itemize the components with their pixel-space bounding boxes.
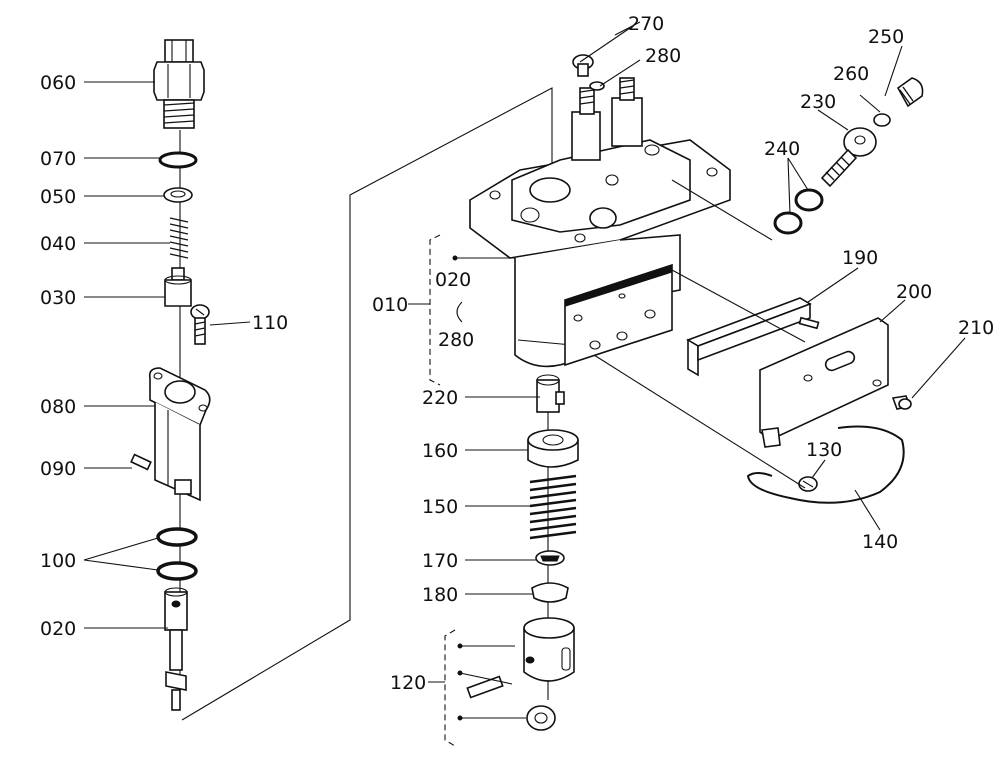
label-030: 030 [40, 287, 76, 309]
label-130: 130 [806, 439, 842, 461]
pump-body [429, 77, 731, 386]
part-070-o-ring [158, 151, 198, 169]
label-250: 250 [868, 26, 904, 48]
part-190-control-rack [686, 297, 820, 377]
part-040-spring [169, 217, 189, 259]
label-200: 200 [896, 281, 932, 303]
part-120-roller [526, 705, 556, 731]
part-160-spring-seat [527, 429, 579, 468]
label-010: 010 [372, 294, 408, 316]
part-120-tappet [523, 617, 575, 682]
part-020-plunger [164, 587, 188, 711]
part-110-screw [190, 304, 210, 345]
part-100-o-ring-a [156, 527, 198, 547]
tappet-stack [444, 374, 579, 747]
part-170-washer [535, 550, 565, 566]
label-220: 220 [422, 387, 458, 409]
label-280-group: 280 [438, 329, 474, 351]
label-070: 070 [40, 148, 76, 170]
part-180-spring-seat [531, 582, 569, 603]
part-030-delivery-valve [164, 267, 192, 307]
part-090-pin [130, 453, 152, 471]
part-240-gasket-a [794, 188, 824, 212]
label-100: 100 [40, 550, 76, 572]
part-210-screw [891, 395, 912, 410]
label-280-top: 280 [645, 45, 681, 67]
part-220-control-sleeve [536, 374, 565, 413]
part-060-valve-holder [153, 39, 205, 129]
label-150: 150 [422, 496, 458, 518]
part-260-washer [873, 113, 891, 127]
label-210: 210 [958, 317, 994, 339]
label-090: 090 [40, 458, 76, 480]
part-080-barrel [148, 367, 211, 502]
part-050-washer [163, 187, 193, 203]
part-270-screw [572, 54, 594, 77]
label-040: 040 [40, 233, 76, 255]
leader-lines [83, 21, 966, 683]
label-120: 120 [390, 672, 426, 694]
part-130-screw [798, 476, 818, 492]
label-260: 260 [833, 63, 869, 85]
part-280-washer [589, 81, 605, 91]
label-230: 230 [800, 91, 836, 113]
label-180: 180 [422, 584, 458, 606]
label-240: 240 [764, 138, 800, 160]
label-020-left: 020 [40, 618, 76, 640]
part-240-gasket-b [773, 211, 803, 235]
label-270: 270 [628, 13, 664, 35]
part-labels: 060 070 050 040 030 110 080 090 100 020 … [40, 13, 994, 694]
label-080: 080 [40, 396, 76, 418]
part-200-cover-plate [759, 317, 889, 448]
label-020-group: 020 [435, 269, 471, 291]
top-right-parts [572, 27, 924, 241]
plunger-to-body-line [181, 87, 553, 721]
label-110: 110 [252, 312, 288, 334]
label-140: 140 [862, 531, 898, 553]
part-150-spring [529, 474, 577, 540]
label-170: 170 [422, 550, 458, 572]
part-250-cap [896, 77, 924, 108]
label-050: 050 [40, 186, 76, 208]
part-140-wire-clip [746, 425, 905, 504]
right-parts [593, 269, 912, 504]
part-230-banjo-bolt [820, 127, 877, 188]
label-160: 160 [422, 440, 458, 462]
label-060: 060 [40, 72, 76, 94]
part-100-o-ring-b [156, 561, 198, 581]
label-190: 190 [842, 247, 878, 269]
left-part-stack [130, 39, 553, 721]
part-120-pin [466, 675, 504, 699]
